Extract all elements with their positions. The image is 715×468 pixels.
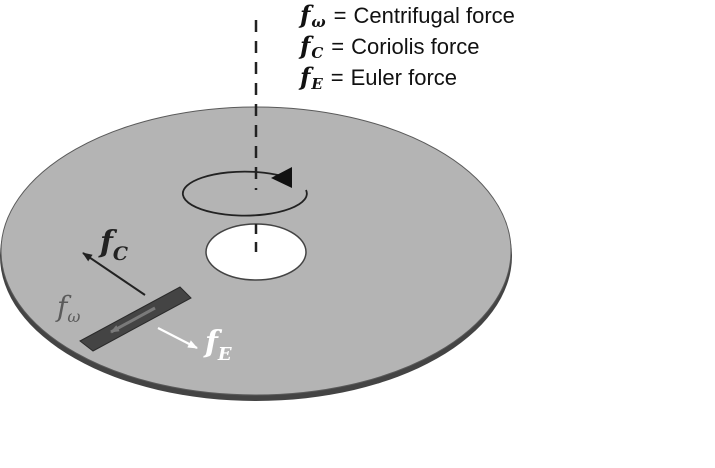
legend-symbol: f — [300, 62, 311, 91]
legend-text: Euler force — [350, 65, 458, 90]
legend-symbol: f — [300, 0, 311, 29]
legend-subscript: C — [311, 44, 324, 62]
rotation-arrowhead-icon — [271, 167, 292, 188]
legend-text: Centrifugal force — [353, 3, 515, 28]
legend-subscript: ω — [311, 13, 326, 31]
euler-force-arrow — [157, 327, 198, 349]
rotation-arrow — [181, 170, 308, 217]
legend-equals: = — [330, 65, 344, 90]
legend-text: Coriolis force — [351, 34, 480, 59]
legend-equals: = — [331, 34, 345, 59]
coriolis-force-arrow — [82, 252, 146, 296]
centrifugal-force-arrow — [110, 306, 156, 334]
legend-equals: = — [333, 3, 347, 28]
legend-symbol: f — [300, 31, 311, 60]
legend-subscript: E — [311, 75, 323, 93]
